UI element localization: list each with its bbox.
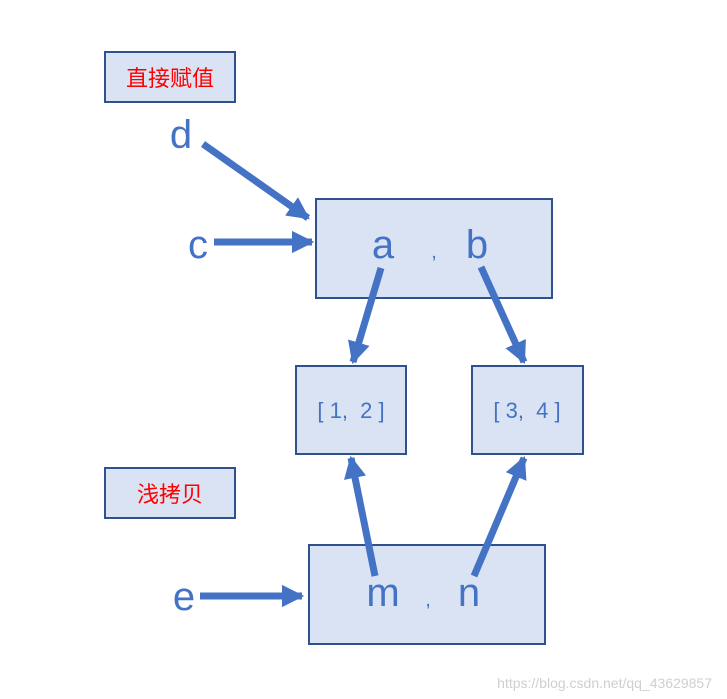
outer-bottom-box: m , n	[308, 544, 546, 645]
direct-assign-label-box: 直接赋值	[104, 51, 236, 103]
arrow-a-to-inner-left	[348, 267, 385, 365]
variable-c: c	[188, 223, 208, 267]
inner-list-right: [ 3, 4 ]	[471, 365, 584, 455]
variable-e: e	[173, 575, 195, 619]
inner-list-left-text: [ 1, 2 ]	[317, 398, 384, 423]
watermark: https://blog.csdn.net/qq_43629857	[497, 675, 712, 691]
element-n: n	[458, 571, 480, 615]
arrow-d-to-outer-top	[200, 141, 311, 221]
separator-top: ,	[431, 241, 437, 263]
outer-top-box: a , b	[315, 198, 553, 299]
element-a: a	[372, 223, 395, 267]
arrow-b-to-inner-right	[477, 265, 528, 365]
arrow-m-to-inner-left	[344, 455, 379, 577]
inner-list-left: [ 1, 2 ]	[295, 365, 407, 455]
shallow-copy-label-box: 浅拷贝	[104, 467, 236, 519]
variable-d: d	[170, 113, 192, 157]
shallow-copy-label: 浅拷贝	[137, 483, 203, 508]
inner-list-right-text: [ 3, 4 ]	[493, 398, 560, 423]
element-b: b	[466, 223, 488, 267]
element-m: m	[366, 571, 399, 615]
separator-bottom: ,	[425, 589, 431, 611]
direct-assign-label: 直接赋值	[126, 67, 214, 92]
arrow-n-to-inner-right	[470, 455, 528, 578]
